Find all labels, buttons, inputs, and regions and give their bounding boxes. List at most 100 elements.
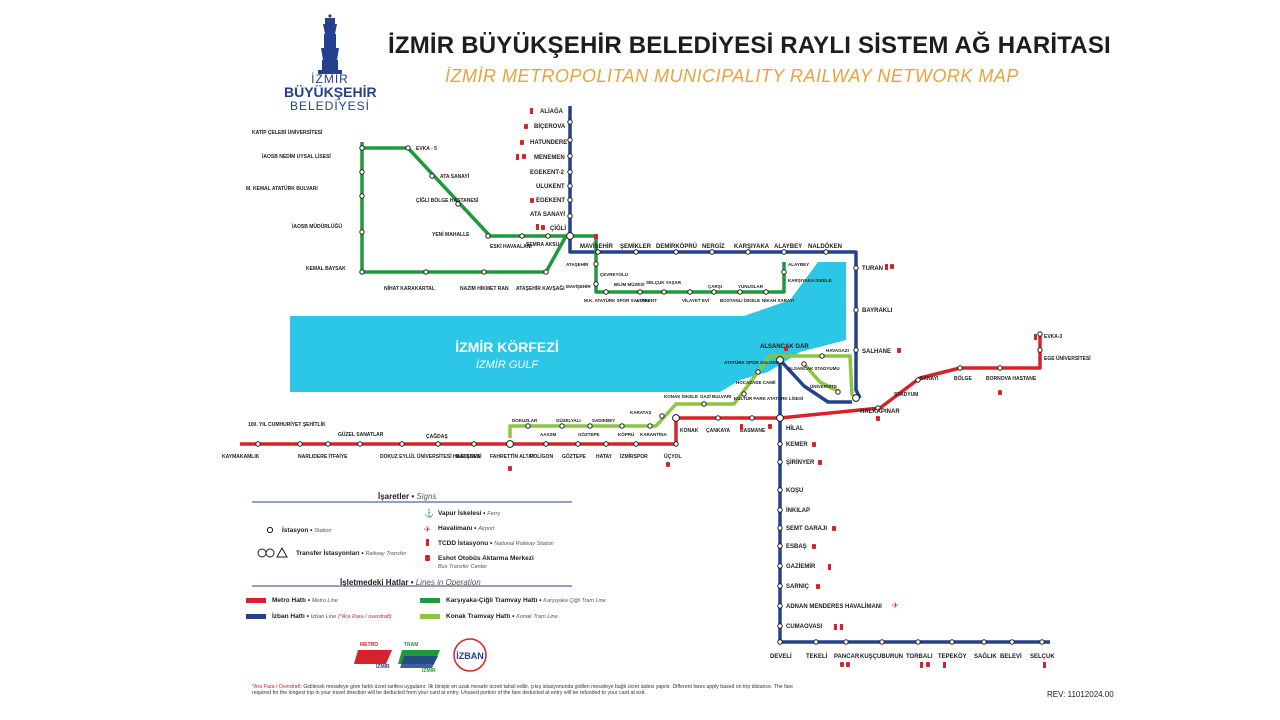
station-karatas: KARATAŞ bbox=[630, 410, 651, 415]
station-evka5: EVKA - 5 bbox=[416, 146, 437, 152]
station-konak: KONAK bbox=[680, 428, 699, 434]
station-dokuzlar: DOKUZLAR bbox=[512, 418, 538, 423]
station-goztepe-tram: GÖZTEPE bbox=[578, 431, 600, 437]
station-alsancak-stadyumu: ALSANCAK STADYUMU bbox=[788, 366, 840, 371]
station-evka3: EVKA-3 bbox=[1044, 334, 1063, 340]
station-bostanli: BOSTANLI İSKELE bbox=[720, 297, 760, 303]
legend-tcdd: TCDD İstasyonu • National Railway Statio… bbox=[438, 540, 554, 547]
station-cigli-bolge: ÇİĞLİ BÖLGE HASTANESİ bbox=[416, 196, 479, 204]
station-kemer: KEMER bbox=[786, 442, 808, 448]
station-sarnic: SARNIÇ bbox=[786, 584, 810, 590]
station-demirkopru: DEMİRKÖPRÜ bbox=[656, 243, 697, 250]
station-gaziemir: GAZİEMİR bbox=[786, 563, 816, 570]
station-katip-celebi: KATİP ÇELEBİ ÜNİVERSİTESİ bbox=[252, 129, 323, 136]
station-selcuk-yasar: SELÇUK YAŞAR bbox=[646, 280, 682, 285]
gulf-name-en: İZMİR GULF bbox=[476, 359, 540, 371]
station-pancar: PANCAR bbox=[834, 654, 860, 660]
station-ataturk-spor: ATATÜRK SPOR SALONU bbox=[724, 359, 779, 365]
station-neroiz: NERGİZ bbox=[702, 243, 725, 250]
station-kemal-baysak: KEMAL BAYSAK bbox=[306, 266, 346, 272]
station-salhane: SALHANE bbox=[862, 349, 891, 355]
brand-metro-izmir: İZMİR bbox=[376, 663, 390, 670]
station-inkilap: İNKILAP bbox=[786, 507, 810, 514]
station-hatundere: HATUNDERE bbox=[530, 140, 567, 146]
station-havagazi: HAVAGAZI bbox=[826, 348, 849, 353]
station-100-yil: 100. YIL CUMHURİYET ŞEHİTLİK bbox=[248, 421, 326, 428]
legend-transfer: Transfer İstasyonları • Railway Transfer bbox=[296, 550, 407, 557]
station-torbali: TORBALI bbox=[906, 654, 933, 660]
logo-line-3: BELEDİYESİ bbox=[289, 99, 371, 113]
station-kuscuburun: KUŞÇUBURUN bbox=[860, 654, 903, 660]
station-bicerova: BİÇEROVA bbox=[534, 123, 566, 130]
station-yeni-mahalle: YENİ MAHALLE bbox=[432, 231, 470, 238]
station-konak-iskele: KONAK İSKELE bbox=[664, 393, 698, 399]
gulf-water bbox=[290, 262, 846, 392]
station-sirinyer: ŞİRİNYER bbox=[786, 459, 815, 466]
legend-signs-title: İşaretler • Signs bbox=[378, 492, 437, 501]
station-kopru: KÖPRÜ bbox=[618, 431, 634, 437]
station-bilim-muzesi: BİLİM MÜZESİ bbox=[614, 281, 645, 287]
station-sadikbey: SADIKBEY bbox=[592, 418, 615, 423]
station-narlidere: NARLIDERE İTFAİYE bbox=[298, 453, 348, 460]
station-labels: ALİAĞA BİÇEROVA HATUNDERE MENEMEN EGEKEN… bbox=[222, 107, 1091, 660]
map-title-english: İZMİR METROPOLITAN MUNICIPALITY RAILWAY … bbox=[445, 66, 1019, 86]
station-stadyum: STADYUM bbox=[894, 392, 918, 398]
station-semra-aksu: SEMRA AKSU bbox=[526, 242, 560, 248]
izban-legend-swatch bbox=[246, 614, 266, 619]
station-alaybey-tram: ALAYBEY bbox=[788, 262, 809, 267]
station-universite: ÜNİVERSİTE bbox=[810, 383, 837, 389]
station-bayrakli: BAYRAKLI bbox=[862, 308, 893, 314]
station-develi: DEVELİ bbox=[770, 653, 792, 660]
legend-metro: Metro Hattı • Metro Line bbox=[272, 597, 338, 604]
station-cagdas: ÇAĞDAŞ bbox=[426, 432, 448, 440]
legend-eshot-en: Bus Transfer Center bbox=[438, 564, 488, 570]
station-ataseir-kavsagi: ATAŞEHİR KAVŞAĞI bbox=[516, 284, 565, 292]
station-mavisehir: MAVİŞEHİR bbox=[580, 243, 614, 250]
station-poligon: POLİGON bbox=[530, 453, 553, 460]
station-mk-ataturk-spor: M.K. ATATÜRK SPOR SALONU bbox=[584, 297, 650, 303]
station-hilal: HİLAL bbox=[786, 425, 804, 432]
station-m-kemal: M. KEMAL ATATÜRK BULVARI bbox=[246, 185, 318, 192]
station-bornova-hastane: BORNOVA HASTANE bbox=[986, 376, 1037, 382]
station-cigli: ÇİĞLİ bbox=[550, 224, 566, 232]
station-egekent: EGEKENT bbox=[536, 198, 565, 204]
legend-station: İstasyon • Station bbox=[282, 527, 332, 534]
station-tekeli: TEKELİ bbox=[806, 653, 828, 660]
station-vilayet-evi: VİLAYET EVİ bbox=[682, 297, 709, 303]
brand-tram-izmir: İZMİR bbox=[422, 667, 436, 674]
station-ata-sanayi-tram: ATA SANAYİ bbox=[440, 173, 470, 180]
station-guzelyali: GÜZELYALI bbox=[556, 417, 581, 423]
station-turan: TURAN bbox=[862, 266, 883, 272]
station-dokuz-eylul: DOKUZ EYLÜL ÜNİVERSİTESİ HASTANESİ bbox=[380, 453, 482, 460]
station-bolge: BÖLGE bbox=[954, 375, 972, 382]
airport-legend-icon: ✈ bbox=[424, 525, 431, 534]
station-karsiyaka: KARŞIYAKA bbox=[734, 244, 770, 250]
gulf-name-tr: İZMİR KÖRFEZİ bbox=[455, 339, 558, 355]
legend-izban: İzban Hattı • İzban Line (*Ara Para / ov… bbox=[272, 613, 392, 620]
revision-number: REV: 11012024.00 bbox=[1047, 690, 1114, 699]
station-yunuslar: YUNUSLAR bbox=[738, 284, 764, 289]
station-ata-sanayi-izban: ATA SANAYİ bbox=[530, 211, 565, 218]
legend-eshot: Eshot Otobüs Aktarma Merkezi bbox=[438, 555, 534, 562]
station-tepekoy: TEPEKÖY bbox=[938, 653, 967, 660]
station-kultur-park: KÜLTÜR PARK ATATÜRK LİSESİ bbox=[734, 395, 803, 401]
tcdd-icon bbox=[426, 539, 429, 546]
ferry-icon: ⚓ bbox=[424, 508, 434, 518]
station-hocazade: HOCAZADE CAMİİ bbox=[736, 379, 776, 385]
station-aliaga: ALİAĞA bbox=[540, 107, 564, 115]
station-sanayi: SANAYİ bbox=[920, 375, 939, 382]
konak-tram-swatch bbox=[420, 614, 440, 619]
station-esbas: ESBAŞ bbox=[786, 544, 807, 550]
station-ataseir-tram: ATAŞEHİR bbox=[566, 261, 589, 267]
station-atakent: ATAKENT bbox=[636, 298, 657, 303]
station-menemen: MENEMEN bbox=[534, 155, 565, 161]
station-ege-uni: EGE ÜNİVERSİTESİ bbox=[1044, 355, 1091, 362]
station-eski-havaalani: ESKİ HAVAALANI bbox=[490, 243, 532, 250]
station-nazim-hikmet: NAZIM HİKMET RAN bbox=[460, 285, 509, 292]
footnote-marker: *Ara Para / Overdraft: bbox=[252, 684, 302, 690]
station-naldoken: NALDÖKEN bbox=[808, 243, 842, 250]
station-saglik: SAĞLIK bbox=[974, 652, 997, 660]
station-fahrettin-altay: FAHRETTİN ALTAY bbox=[490, 453, 535, 460]
station-adnan-menderes: ADNAN MENDERES HAVALİMANI bbox=[786, 603, 882, 610]
